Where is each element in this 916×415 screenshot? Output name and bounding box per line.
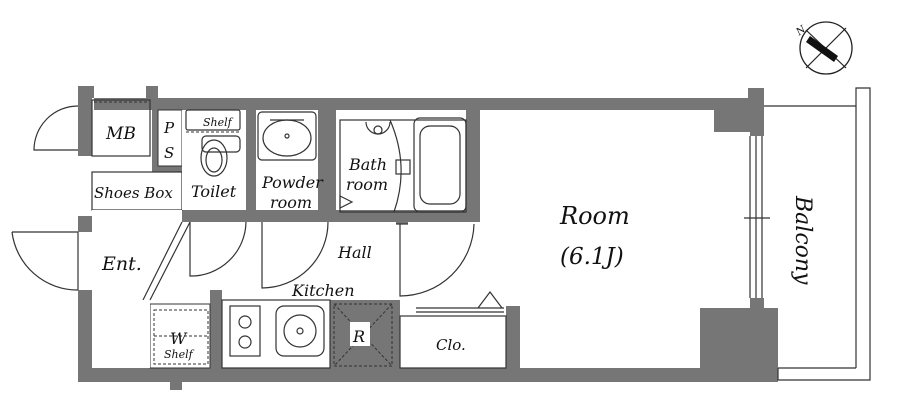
refrigerator-space: R <box>333 303 393 367</box>
closet: Clo. <box>399 291 507 369</box>
toilet-icon <box>200 135 241 177</box>
wardrobe-shelf-label: Shelf <box>164 348 195 361</box>
toilet-door <box>189 221 247 277</box>
bath-label-2: room <box>346 175 388 194</box>
balcony-window <box>744 136 770 298</box>
refrigerator-label: R <box>352 327 365 346</box>
toilet-shelf-label: Shelf <box>203 116 234 129</box>
entrance-label: Ent. <box>101 253 142 275</box>
ps-label-p: P <box>163 119 175 137</box>
wardrobe-w-label: W <box>170 329 188 348</box>
toilet-label: Toilet <box>191 182 237 201</box>
compass-icon: N <box>794 21 853 75</box>
powder-door <box>261 221 329 289</box>
mb-box: MB <box>91 99 151 157</box>
stove-icon <box>229 305 261 357</box>
ps-shaft: P S <box>157 109 183 167</box>
bath-label-1: Bath <box>348 155 387 174</box>
shoes-box: Shoes Box <box>91 171 183 211</box>
entrance-door <box>11 231 79 291</box>
entrance-step <box>142 221 191 301</box>
bath-room: Bath room <box>336 110 467 213</box>
kitchen-counter <box>221 299 331 369</box>
powder-label-2: room <box>270 193 312 212</box>
wardrobe-shelf: W Shelf <box>149 303 211 369</box>
room-door <box>396 223 475 297</box>
bathtub-icon <box>413 117 467 213</box>
ps-label-s: S <box>164 144 174 162</box>
shoes-box-label: Shoes Box <box>94 184 173 202</box>
powder-label-1: Powder <box>261 173 324 192</box>
sink-icon <box>257 111 317 161</box>
balcony: Balcony <box>764 87 871 381</box>
kitchen-label: Kitchen <box>291 281 355 300</box>
room-size-label: (6.1J) <box>560 244 624 270</box>
powder-room: Powder room <box>256 110 324 212</box>
main-room: Room (6.1J) <box>559 202 630 270</box>
mb-door <box>33 105 79 151</box>
toilet-room: Shelf Toilet <box>182 109 246 210</box>
mb-label: MB <box>105 124 136 144</box>
room-label: Room <box>559 202 630 230</box>
balcony-label: Balcony <box>790 195 815 285</box>
hall-label: Hall <box>337 243 372 262</box>
kitchen-sink-icon <box>275 305 325 357</box>
closet-label: Clo. <box>436 336 466 354</box>
